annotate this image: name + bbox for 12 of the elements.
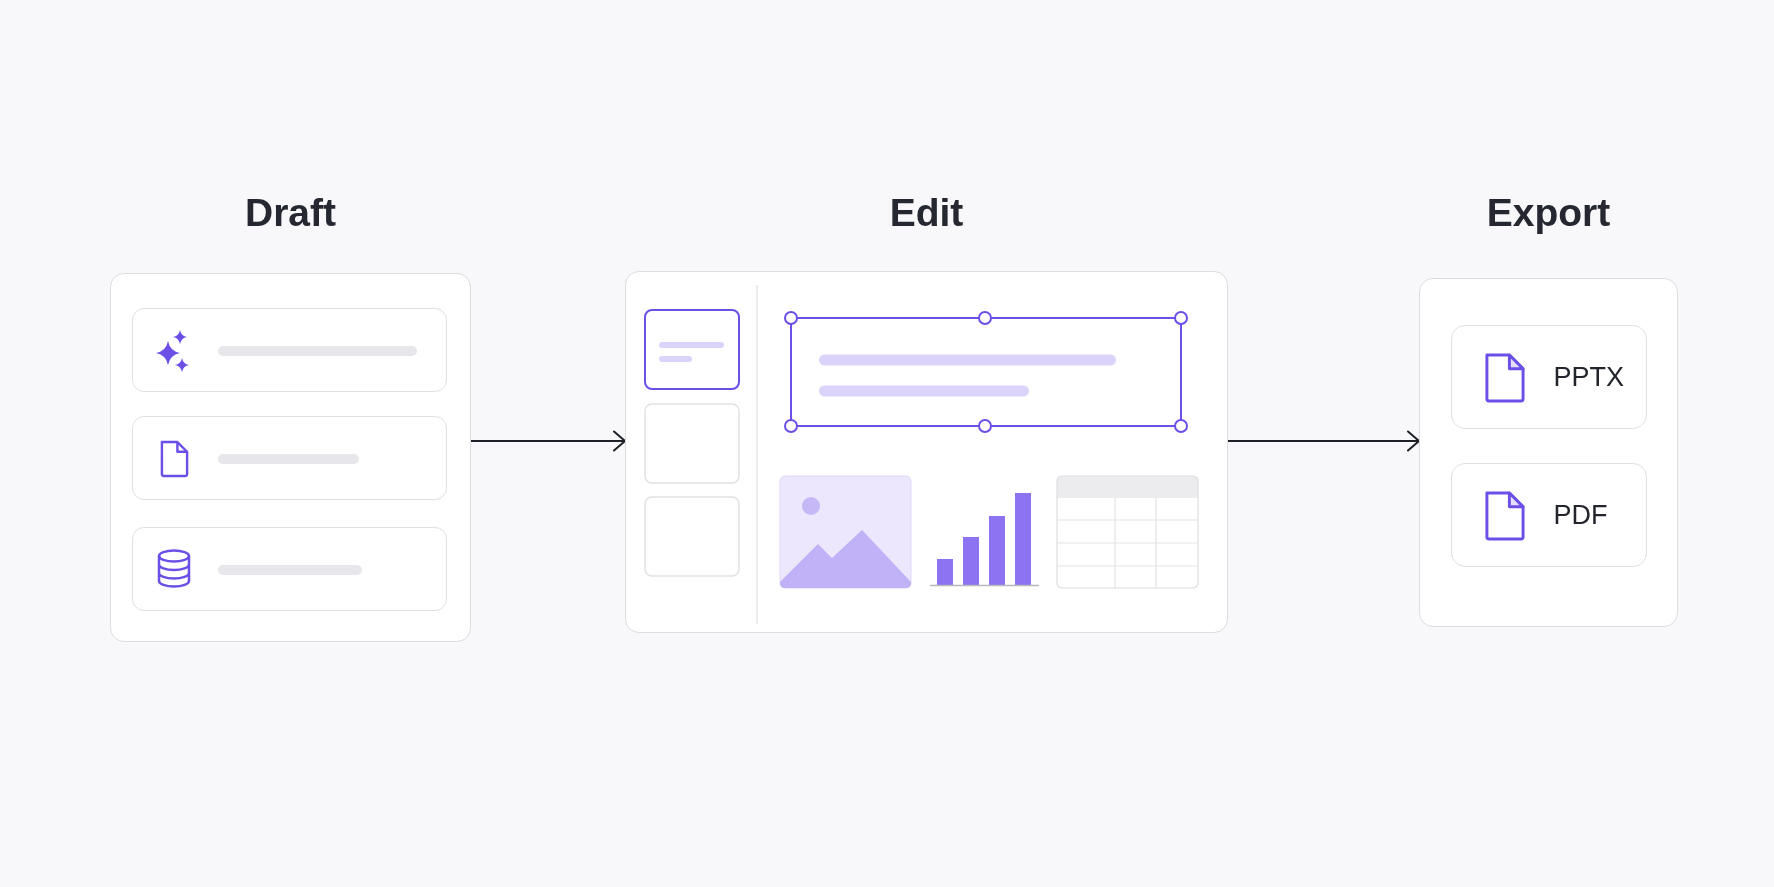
format-label: PPTX: [1553, 360, 1625, 393]
file-format-card: [1450, 462, 1647, 567]
stage-heading: Edit: [889, 190, 964, 236]
format-label: PDF: [1553, 498, 1608, 531]
list-row-card: [131, 307, 447, 392]
stage-heading: Export: [1486, 190, 1611, 236]
arrow: [470, 430, 626, 452]
arrow: [1227, 430, 1420, 452]
file-format-card: [1450, 324, 1647, 429]
list-row-card: [131, 415, 447, 500]
list-row-card: [131, 526, 447, 611]
stage-heading: Draft: [245, 190, 336, 236]
